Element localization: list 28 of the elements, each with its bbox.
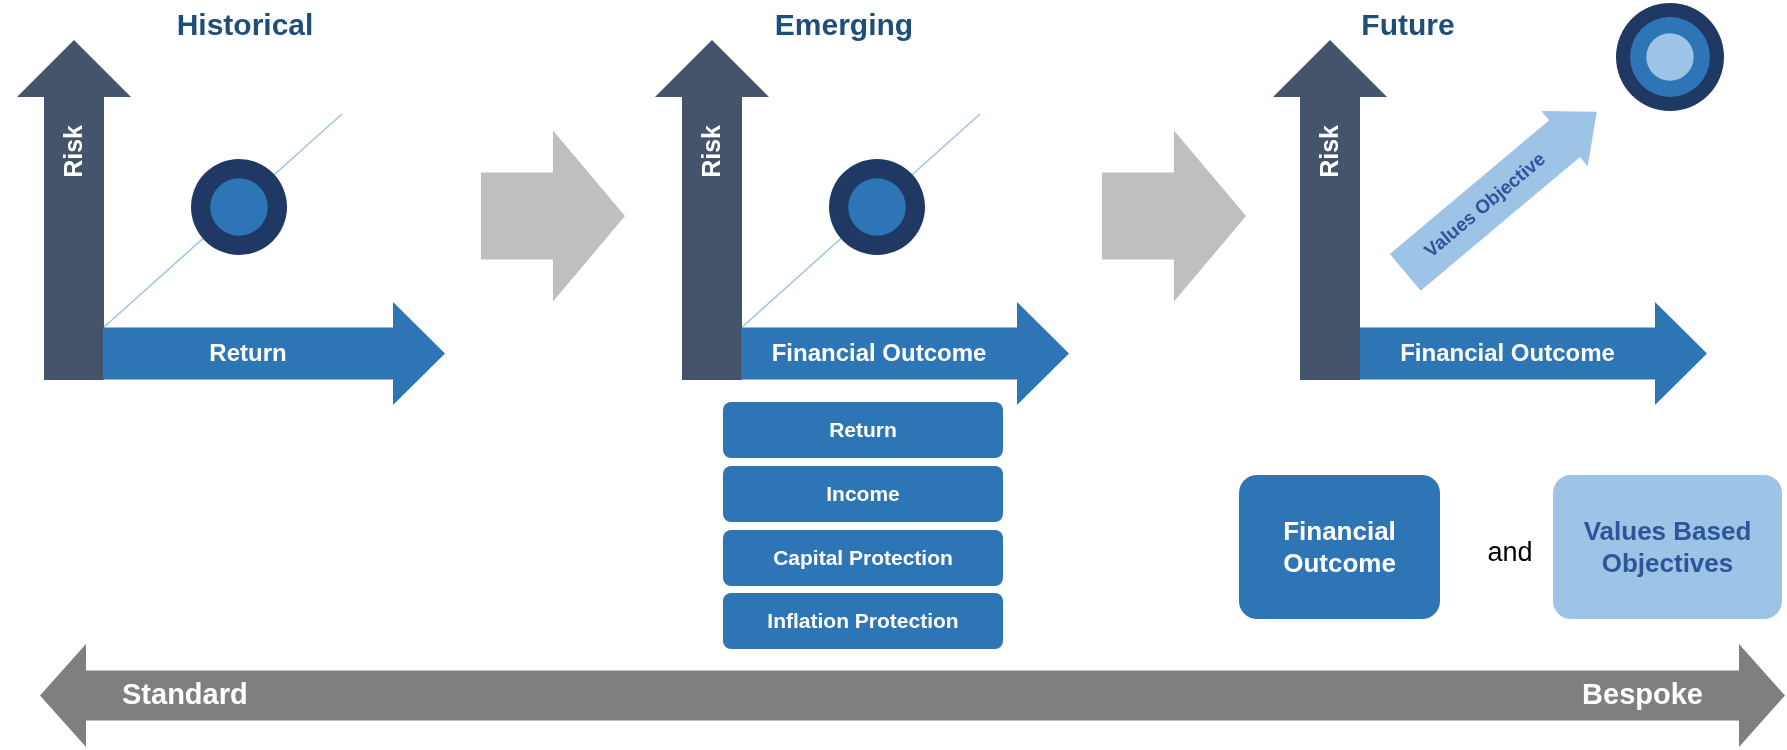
objective-box: Return — [723, 402, 1003, 458]
up-arrow-shape — [655, 40, 769, 380]
right-arrow-shape — [1360, 302, 1707, 405]
right-arrow-shape — [103, 302, 445, 405]
scale-label: Bespoke — [1582, 678, 1703, 711]
right-arrow-shape — [741, 302, 1069, 405]
objective-box: Financial Outcome — [1239, 475, 1440, 619]
target-circle — [1616, 3, 1724, 111]
objective-box: Values Based Objectives — [1553, 475, 1782, 619]
axis-label: Risk — [1315, 125, 1344, 178]
axis-label: Risk — [697, 125, 726, 178]
panel-title: Historical — [176, 8, 314, 42]
connector-word: and — [1487, 537, 1533, 568]
objective-box: Income — [723, 466, 1003, 522]
up-arrow-shape — [17, 40, 131, 380]
panel-title: Future — [1361, 8, 1455, 42]
axis-label: Financial Outcome — [771, 339, 987, 367]
panel-title: Emerging — [774, 8, 914, 42]
axis-label: Financial Outcome — [1400, 339, 1615, 367]
axis-label: Return — [209, 339, 287, 367]
objective-box: Inflation Protection — [723, 593, 1003, 649]
target-circle — [829, 159, 925, 255]
target-circle — [191, 159, 287, 255]
scale-label: Standard — [122, 678, 248, 711]
axis-label: Risk — [59, 125, 88, 178]
double-arrow-shape — [40, 644, 1785, 747]
up-arrow-shape — [1273, 40, 1387, 380]
objective-box: Capital Protection — [723, 530, 1003, 586]
